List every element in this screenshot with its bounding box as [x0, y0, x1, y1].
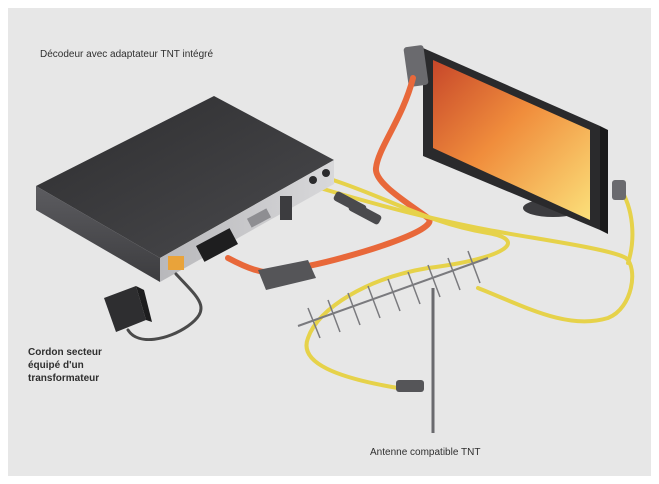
power-transformer — [104, 286, 146, 332]
antenna-element — [407, 271, 421, 305]
decoder-side — [36, 186, 160, 282]
coax-cable-antenna — [304, 178, 510, 390]
installation-illustration — [36, 45, 635, 433]
antenna-element — [387, 278, 401, 312]
antenna-element — [367, 285, 381, 319]
antenna-label: Antenne compatible TNT — [370, 447, 481, 458]
antenna-element — [467, 250, 481, 284]
power-cord-label-line: Cordon secteur — [28, 347, 102, 358]
scart-cable — [225, 75, 433, 290]
power-transformer-side — [136, 286, 152, 322]
decoder-rf-out — [322, 169, 330, 177]
coax-plug-antenna — [396, 380, 424, 392]
decoder-power-socket — [168, 256, 184, 270]
power-cord-label-line: transformateur — [28, 373, 100, 384]
decoder-label: Décodeur avec adaptateur TNT intégré — [40, 49, 214, 60]
tv-frame-side — [600, 126, 608, 234]
coax-plug-decoder-2 — [348, 201, 382, 225]
antenna-element — [427, 264, 441, 298]
scart-plug-connector — [258, 260, 316, 290]
tv-set — [403, 45, 608, 234]
tv-scart-plug — [403, 45, 429, 87]
antenna-element — [347, 292, 361, 326]
power-adapter — [104, 272, 203, 342]
decoder-box — [36, 96, 334, 282]
coax-cables — [304, 178, 635, 392]
antenna-element — [327, 299, 341, 333]
decoder-top — [36, 96, 334, 258]
power-cord-label-line: équipé d'un — [28, 360, 84, 371]
antenna — [297, 250, 489, 433]
coax-plug-tv — [612, 180, 626, 200]
tv-screen — [433, 60, 590, 220]
illustration-panel: Décodeur avec adaptateur TNT intégré Cor… — [8, 8, 651, 476]
antenna-element — [307, 307, 321, 339]
antenna-element — [447, 257, 461, 291]
scart-cable-upper — [305, 75, 433, 269]
decoder-scart-socket — [195, 228, 239, 262]
decoder-port — [246, 208, 272, 228]
power-cord-label: Cordon secteur équipé d'un transformateu… — [28, 346, 138, 385]
decoder-rf-in — [309, 176, 317, 184]
power-cable — [126, 272, 203, 342]
decoder-rca-block — [280, 196, 292, 220]
